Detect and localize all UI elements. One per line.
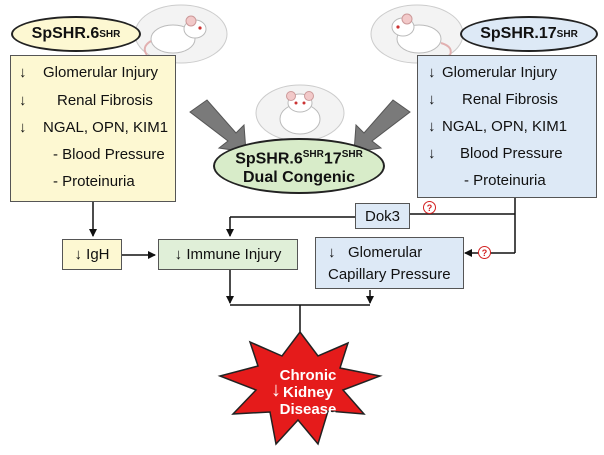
ckd-down-arrow: ↓ <box>271 379 281 401</box>
effect-row: - Proteinuria <box>464 172 546 189</box>
effect-row: ↓Renal Fibrosis <box>19 92 153 109</box>
effect-row: ↓Renal Fibrosis <box>428 91 558 108</box>
effect-row: ↓NGAL, OPN, KIM1 <box>19 119 169 136</box>
glomerular-pressure-node: ↓ Glomerular Capillary Pressure <box>315 237 464 289</box>
question-mark-icon: ? <box>423 201 436 214</box>
effect-row: ↓NGAL, OPN, KIM1 <box>428 118 568 135</box>
ckd-burst <box>217 330 383 446</box>
effect-row: ↓Glomerular Injury <box>428 64 558 81</box>
igh-node: ↓ IgH <box>62 239 122 270</box>
question-mark-icon: ? <box>478 246 491 259</box>
right-strain-effects: ↓Glomerular Injury ↓Renal Fibrosis ↓NGAL… <box>417 55 597 198</box>
grey-arrow-left <box>189 99 247 153</box>
ckd-line2: Kidney <box>282 384 333 401</box>
rat-icon <box>255 84 345 142</box>
grey-arrow-right <box>353 99 411 153</box>
effect-row: ↓Glomerular Injury <box>19 64 159 81</box>
dual-congenic-label: SpSHR.6SHR17SHR Dual Congenic <box>213 138 385 194</box>
immune-injury-node: ↓ Immune Injury <box>158 239 298 270</box>
ckd-line1: Chronic <box>279 367 337 384</box>
dok3-node: Dok3 <box>355 203 410 229</box>
ckd-line3: Disease <box>279 401 337 418</box>
effect-row: ↓Blood Pressure <box>428 145 563 162</box>
left-strain-effects: ↓Glomerular Injury ↓Renal Fibrosis ↓NGAL… <box>10 55 176 202</box>
rat-icon <box>134 4 228 64</box>
effect-row: - Proteinuria <box>53 173 135 190</box>
rat-icon <box>370 4 464 64</box>
effect-row: - Blood Pressure <box>53 146 165 163</box>
